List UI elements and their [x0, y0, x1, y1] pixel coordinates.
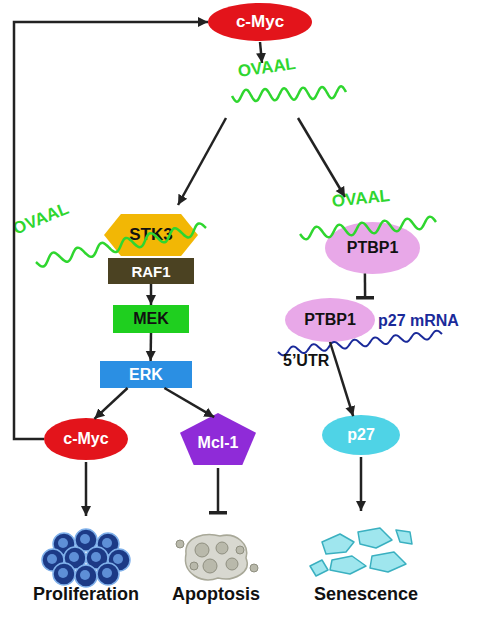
- cell: [97, 563, 119, 585]
- cell-nucleus: [102, 538, 112, 548]
- rna-strand: [36, 223, 206, 266]
- rect-node: ERK: [100, 361, 192, 388]
- cell: [53, 563, 75, 585]
- pathway-arrow: [360, 457, 363, 511]
- ellipse-fill: [44, 418, 128, 460]
- annotation-label: 5’UTR: [283, 352, 329, 370]
- apoptotic-body: [226, 558, 238, 570]
- cell-nucleus: [58, 538, 68, 548]
- cell: [108, 549, 130, 571]
- pathway-arrow: [298, 118, 345, 197]
- node-label: RAF1: [131, 263, 170, 280]
- senescent-cells: [310, 528, 412, 576]
- node-label: STK3: [129, 225, 172, 245]
- cell: [396, 530, 412, 544]
- cell: [358, 528, 392, 548]
- rna-strand: [278, 331, 442, 356]
- ellipse-node: c-Myc: [44, 418, 128, 460]
- outcome-label: Senescence: [314, 584, 418, 605]
- apoptotic-cell: [176, 535, 258, 580]
- node-label: p27: [347, 426, 375, 444]
- node-label: PTBP1: [304, 311, 356, 329]
- pentagon-node: Mcl-1: [180, 413, 256, 465]
- outcome-label: Proliferation: [33, 584, 139, 605]
- ellipse-fill: [325, 222, 420, 274]
- pathway-arrow: [85, 462, 88, 516]
- cell: [64, 547, 86, 569]
- cell: [370, 552, 406, 572]
- cell: [53, 533, 75, 555]
- rna-strand: [300, 217, 436, 240]
- proliferation-cells: [42, 529, 130, 587]
- annotation-label: p27 mRNA: [378, 312, 459, 330]
- apoptotic-body: [250, 564, 258, 572]
- hexagon-node: STK3: [104, 214, 198, 256]
- rna-strand: [232, 86, 346, 101]
- cell: [75, 529, 97, 551]
- apoptotic-body: [190, 562, 198, 570]
- cell-body: [185, 535, 247, 580]
- apoptotic-body: [216, 542, 228, 554]
- annotation-label: OVAAL: [237, 54, 297, 82]
- outcome-label: Apoptosis: [172, 584, 260, 605]
- ellipse-fill: [285, 298, 375, 342]
- node-label: c-Myc: [63, 430, 108, 448]
- cell-nucleus: [91, 552, 101, 562]
- ellipse-node: PTBP1: [285, 298, 375, 342]
- pathway-arrow: [178, 118, 226, 205]
- ellipse-fill: [322, 415, 400, 455]
- ellipse-node: p27: [322, 415, 400, 455]
- arrow-connector: [164, 388, 214, 417]
- pentagon-fill: [180, 413, 256, 465]
- arrow-connector: [149, 333, 152, 361]
- node-label: MEK: [133, 310, 169, 328]
- arrow-connector: [330, 342, 353, 416]
- node-label: Mcl-1: [198, 434, 239, 452]
- cell: [310, 560, 328, 576]
- cell: [330, 556, 366, 574]
- cell-nucleus: [113, 554, 123, 564]
- arrow-connector: [94, 388, 127, 419]
- cell: [42, 549, 64, 571]
- cell-nucleus: [102, 568, 112, 578]
- arrow-connector: [14, 22, 208, 439]
- arrow-connector: [150, 284, 153, 305]
- node-label: c-Myc: [236, 12, 284, 32]
- pathway-arrow: [217, 468, 220, 513]
- annotation-label: OVAAL: [331, 186, 391, 212]
- annotation-label: OVAAL: [10, 199, 72, 239]
- cell-nucleus: [47, 554, 57, 564]
- cell: [322, 534, 354, 554]
- cell: [97, 533, 119, 555]
- cell: [86, 547, 108, 569]
- cell-nucleus: [58, 568, 68, 578]
- inhibition-connector: [364, 273, 367, 298]
- hexagon-fill: [104, 214, 198, 256]
- node-label: ERK: [129, 366, 163, 384]
- apoptotic-body: [236, 546, 244, 554]
- ellipse-node: PTBP1: [325, 222, 420, 274]
- ellipse-fill: [208, 3, 312, 41]
- apoptotic-body: [195, 543, 209, 557]
- rect-node: MEK: [113, 305, 189, 333]
- cell-nucleus: [69, 552, 79, 562]
- cell-nucleus: [80, 534, 90, 544]
- apoptotic-body: [176, 540, 184, 548]
- node-label: PTBP1: [347, 239, 399, 257]
- cell-nucleus: [80, 570, 90, 580]
- cell: [75, 565, 97, 587]
- rect-node: RAF1: [108, 258, 194, 284]
- apoptotic-body: [203, 559, 217, 573]
- ellipse-node: c-Myc: [208, 3, 312, 41]
